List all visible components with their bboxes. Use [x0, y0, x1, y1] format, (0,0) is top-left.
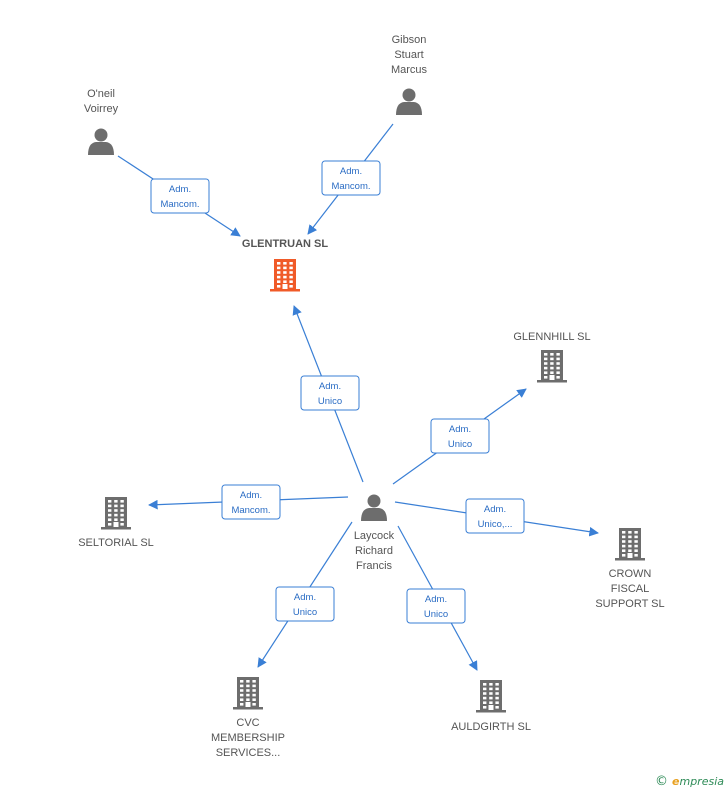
edge-role-box [221, 484, 281, 520]
brand-initial: e [672, 775, 680, 788]
edge-role-box [465, 498, 525, 534]
node-glentruan[interactable]: GLENTRUAN SL [242, 238, 328, 292]
edge-role-box [300, 375, 360, 411]
company-name: MEMBERSHIP [211, 732, 285, 744]
edge-role-label[interactable]: Adm. Unico [406, 588, 466, 624]
edge-role-label[interactable]: Adm. Mancom. [221, 484, 281, 520]
company-name: CVC [236, 717, 259, 729]
building-icon [476, 680, 506, 713]
company-name: AULDGIRTH SL [451, 721, 531, 733]
person-name: Voirrey [84, 103, 119, 115]
edge-role-box [406, 588, 466, 624]
edge-role-text: Adm. [240, 490, 262, 501]
company-name: SELTORIAL SL [78, 537, 154, 549]
edge-role-label[interactable]: Adm. Mancom. [321, 160, 381, 196]
edge-role-text: Unico [293, 607, 317, 618]
building-icon [615, 528, 645, 561]
building-icon [233, 677, 263, 710]
edge-role-text: Adm. [425, 594, 447, 605]
node-glennhill[interactable]: GLENNHILL SL [513, 331, 591, 383]
edge-role-text: Adm. [169, 184, 191, 195]
person-icon [396, 88, 422, 115]
company-name: CROWN [609, 568, 652, 580]
edge-role-label[interactable]: Adm. Unico [430, 418, 490, 454]
person-icon [361, 494, 387, 521]
copyright-symbol: © [655, 774, 669, 789]
edge-role-text: Mancom. [160, 199, 199, 210]
edge-role-text: Adm. [484, 504, 506, 515]
edge-role-label[interactable]: Adm. Mancom. [150, 178, 210, 214]
edge-role-text: Adm. [449, 424, 471, 435]
person-icon [88, 128, 114, 155]
company-name: SERVICES... [216, 747, 281, 759]
edge-role-label[interactable]: Adm. Unico,... [465, 498, 525, 534]
person-name: Francis [356, 560, 393, 572]
empresia-logo: ©empresia [655, 774, 724, 789]
edge-role-box [321, 160, 381, 196]
company-name: SUPPORT SL [595, 598, 664, 610]
person-name: Richard [355, 545, 393, 557]
edge-role-text: Mancom. [331, 181, 370, 192]
edge-role-text: Adm. [294, 592, 316, 603]
edge-role-box [150, 178, 210, 214]
edge-role-box [275, 586, 335, 622]
company-name: GLENNHILL SL [513, 331, 590, 343]
building-icon [537, 350, 567, 383]
node-crown[interactable]: CROWN FISCAL SUPPORT SL [595, 528, 665, 610]
person-name: Laycock [354, 530, 395, 542]
person-name: O'neil [87, 88, 115, 100]
person-name: Gibson [392, 34, 427, 46]
person-name: Marcus [391, 64, 428, 76]
company-name: FISCAL [611, 583, 650, 595]
edge-role-text: Unico [424, 609, 448, 620]
building-icon [101, 497, 131, 530]
edge-role-label[interactable]: Adm. Unico [275, 586, 335, 622]
edge-role-text: Unico [318, 396, 342, 407]
brand-rest: mpresia [679, 775, 724, 788]
edge-role-text: Unico,... [478, 519, 513, 530]
company-name: GLENTRUAN SL [242, 238, 328, 250]
edge-role-text: Adm. [340, 166, 362, 177]
node-cvc[interactable]: CVC MEMBERSHIP SERVICES... [211, 677, 285, 759]
building-icon [270, 259, 300, 292]
edge-role-text: Adm. [319, 381, 341, 392]
node-seltorial[interactable]: SELTORIAL SL [78, 497, 154, 549]
edge-role-label[interactable]: Adm. Unico [300, 375, 360, 411]
edge-role-text: Unico [448, 439, 472, 450]
edge-role-text: Mancom. [231, 505, 270, 516]
edge-role-box [430, 418, 490, 454]
person-name: Stuart [394, 49, 423, 61]
node-auldgirth[interactable]: AULDGIRTH SL [451, 680, 531, 733]
